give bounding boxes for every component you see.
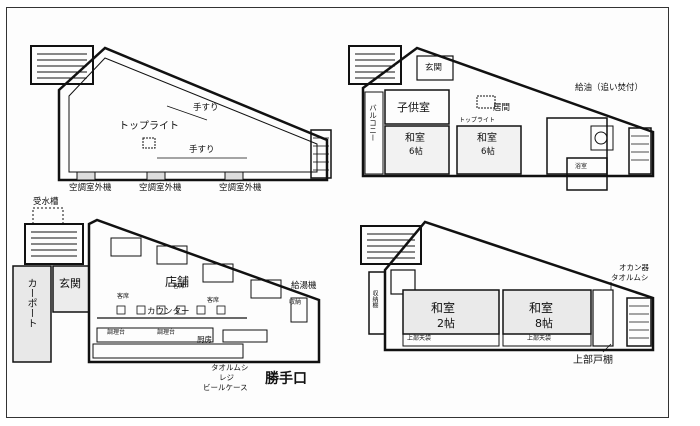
f1-kitchen-label: 厨房 bbox=[197, 335, 212, 344]
f2-kids-room-label: 子供室 bbox=[397, 101, 430, 114]
roof-toplight-label: トップライト bbox=[119, 121, 179, 132]
f1-seat-label-2: 客席 bbox=[173, 283, 186, 290]
f2-entrance-label: 玄関 bbox=[425, 63, 443, 73]
f2-balcony-label: バルコニー bbox=[368, 104, 378, 142]
f3-storage-label: 収納棚 bbox=[371, 290, 378, 308]
f3-washitsu-b-label: 和室 bbox=[529, 301, 554, 315]
f3-closet-label-1: 上部天袋 bbox=[407, 335, 432, 342]
f1-towel-label: タオルムシ bbox=[211, 363, 249, 372]
f3-steamer-label-2: タオルムシ bbox=[611, 273, 649, 282]
f3-washitsu-a-label: 和室 bbox=[431, 301, 456, 315]
roof-ac-unit-label-3: 空調室外機 bbox=[219, 183, 262, 193]
f1-entrance-label: 玄関 bbox=[59, 277, 81, 290]
f1-storage-label: 収納 bbox=[289, 299, 302, 306]
f2-washitsu-a-size: 6帖 bbox=[409, 147, 423, 157]
f1-beer-case-label: ビールケース bbox=[203, 383, 248, 392]
f1-water-heater-label: 給湯機 bbox=[291, 281, 317, 291]
f2-toplight-label: トップライト bbox=[459, 117, 496, 124]
f2-washitsu-b-label: 和室 bbox=[477, 133, 497, 144]
f3-washitsu-b-size: 8帖 bbox=[535, 317, 553, 330]
roof-handrail-label-a: 手すり bbox=[193, 103, 219, 113]
f2-living-label: 居間 bbox=[493, 103, 511, 113]
second-floor-plan bbox=[348, 45, 655, 191]
f3-closet-label-2: 上部天袋 bbox=[527, 335, 552, 342]
f1-register-label: レジ bbox=[219, 373, 234, 382]
f1-prep-label-1: 調理台 bbox=[107, 329, 126, 336]
f2-washitsu-b-size: 6帖 bbox=[481, 147, 495, 157]
f1-shop-label: 店舗 bbox=[165, 275, 190, 289]
f1-carport-label: カーポート bbox=[25, 278, 36, 328]
roof-ac-unit-label-1: 空調室外機 bbox=[69, 183, 112, 193]
f1-water-tank-label: 受水槽 bbox=[33, 197, 59, 207]
f3-upper-cabinet-label: 上部戸棚 bbox=[573, 355, 613, 366]
f2-washitsu-a-label: 和室 bbox=[405, 133, 425, 144]
f2-bath-label: 浴室 bbox=[575, 163, 588, 170]
f1-counter-label: カウンター bbox=[147, 307, 190, 317]
roof-handrail-label-b: 手すり bbox=[189, 145, 215, 155]
first-floor-plan bbox=[12, 207, 321, 364]
f1-back-door-label: 勝手口 bbox=[265, 371, 307, 387]
f1-seat-label-1: 客席 bbox=[117, 293, 130, 300]
roof-ac-unit-label-2: 空調室外機 bbox=[139, 183, 182, 193]
f3-washitsu-a-size: 2帖 bbox=[437, 317, 455, 330]
roof-plan bbox=[30, 45, 332, 182]
f2-oil-supply-label: 給油（追い焚付） bbox=[575, 83, 644, 93]
f1-prep-label-2: 調理台 bbox=[157, 329, 176, 336]
third-floor-plan bbox=[360, 220, 655, 353]
f1-seat-label-3: 客席 bbox=[207, 297, 220, 304]
f3-steamer-label-1: オカン器 bbox=[619, 263, 649, 272]
drawing-sheet: トップライト 手すり 手すり 空調室外機 空調室外機 空調室外機 玄関 子供室 … bbox=[6, 7, 669, 418]
floor-plans-drawing bbox=[12, 45, 655, 364]
